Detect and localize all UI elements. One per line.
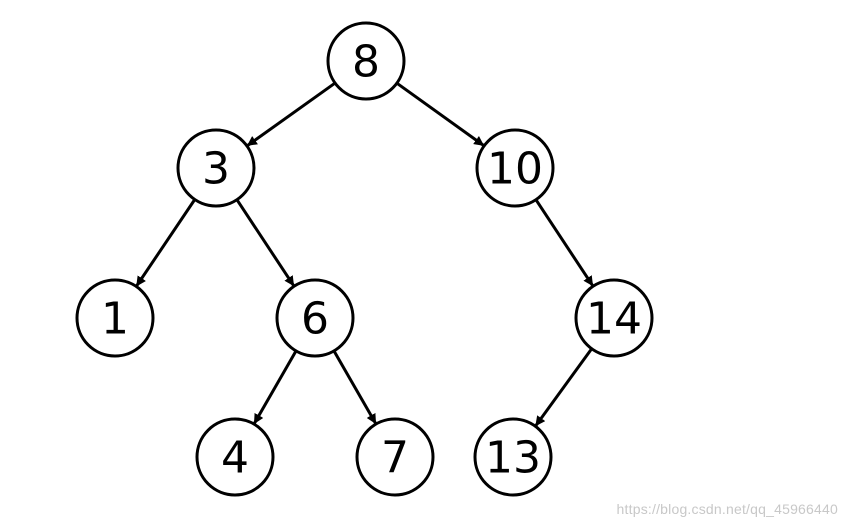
tree-node-7: 7 [355, 417, 435, 497]
tree-node-10: 10 [475, 128, 555, 208]
watermark-text: https://blog.csdn.net/qq_45966440 [616, 501, 838, 517]
node-circle [75, 278, 155, 358]
edge-n8-n3 [246, 81, 336, 147]
tree-node-4: 4 [195, 417, 275, 497]
tree-node-6: 6 [275, 278, 355, 358]
node-circle [195, 417, 275, 497]
tree-node-8: 8 [326, 21, 406, 101]
node-label: 13 [485, 433, 541, 484]
tree-node-3: 3 [176, 128, 256, 208]
edge-n8-n10 [395, 81, 485, 147]
node-label: 1 [101, 294, 129, 345]
edge-n14-n13 [534, 347, 593, 427]
tree-node-14: 14 [574, 278, 654, 358]
node-label: 8 [352, 37, 380, 88]
node-label: 6 [301, 294, 329, 345]
tree-node-13: 13 [473, 417, 553, 497]
edge-n3-n1 [135, 198, 197, 287]
edges-layer [135, 81, 594, 427]
node-circle [473, 417, 553, 497]
node-label: 10 [487, 144, 543, 195]
edge-n6-n7 [332, 350, 377, 425]
node-circle [475, 128, 555, 208]
edge-n3-n6 [235, 198, 295, 287]
node-label: 3 [202, 144, 230, 195]
node-circle [326, 21, 406, 101]
node-circle [355, 417, 435, 497]
tree-node-1: 1 [75, 278, 155, 358]
node-circle [574, 278, 654, 358]
node-label: 7 [381, 433, 409, 484]
edge-n6-n4 [253, 350, 298, 425]
nodes-layer: 8 3 10 1 6 14 4 7 13 [75, 21, 654, 497]
node-label: 4 [221, 433, 249, 484]
node-label: 14 [586, 294, 642, 345]
node-circle [275, 278, 355, 358]
edge-n10-n14 [534, 198, 594, 287]
node-circle [176, 128, 256, 208]
